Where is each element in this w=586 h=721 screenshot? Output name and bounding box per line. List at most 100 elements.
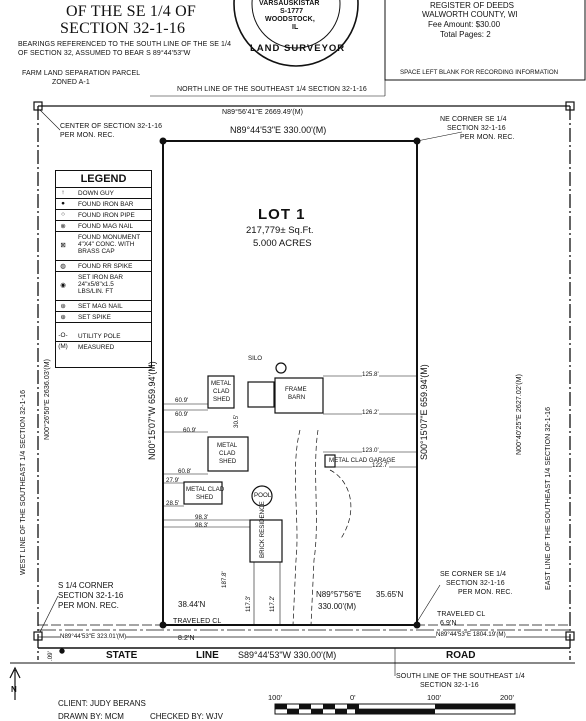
legend-label: UTILITY POLE [78, 333, 121, 340]
farm-parcel-label-2: ZONED A-1 [52, 79, 90, 86]
west-line-label: WEST LINE OF THE SOUTHEAST 1/4 SECTION 3… [20, 389, 27, 575]
south-bearing-lot: N89°57'56"E [316, 590, 362, 599]
dim-38-44: 38.44'N [178, 600, 206, 609]
se-corner-2: SECTION 32-1-16 [446, 580, 505, 587]
checked-by-label: CHECKED BY: WJV [150, 712, 223, 721]
dim-09: .09' [47, 651, 54, 661]
metal-shed-c-label-1: METAL CLAD [186, 486, 225, 493]
east-line-label: EAST LINE OF THE SOUTHEAST 1/4 SECTION 3… [545, 406, 552, 590]
lot-west-bearing: N00°15'07"W 659.94'(M) [147, 361, 157, 460]
metal-shed-b-label-3: SHED [219, 458, 237, 465]
dim-28-5: 28.5' [166, 500, 180, 507]
south-e-bearing: N89°44'53"E 1804.19'(M) [436, 631, 506, 639]
dim-60-8: 60.8' [178, 468, 192, 475]
dim-35-65: 35.65'N [376, 590, 404, 599]
north-arrow-shape [9, 666, 21, 700]
silo-label: SILO [248, 355, 263, 362]
south-w-bearing: N89°44'53"E 323.01'(M) [60, 633, 127, 641]
frame-barn [274, 377, 324, 414]
utility-pole-icon: -O- [58, 332, 68, 339]
dim-123-0: 123.0' [362, 447, 379, 455]
traveled-east-offset: 6.9'N [440, 620, 457, 627]
scale-label-1: 0' [350, 693, 356, 702]
north-line-label: NORTH LINE OF THE SOUTHEAST 1/4 SECTION … [175, 86, 369, 93]
recorder-space-note: SPACE LEFT BLANK FOR RECORDING INFORMATI… [400, 69, 559, 76]
traveled-cl-east: TRAVELED CL [437, 611, 486, 618]
set-mag-nail-icon: ⊛ [60, 303, 66, 310]
dim-60-9-a: 60.9' [175, 397, 189, 404]
driveway-loop [329, 469, 352, 541]
metal-shed-a [207, 375, 235, 409]
legend-label: MEASURED [78, 344, 115, 351]
legend-item: -O- UTILITY POLE [56, 331, 151, 342]
road-name-line: LINE [196, 650, 219, 661]
road-name-state: STATE [106, 650, 138, 661]
title-line-2: SECTION 32-1-16 [60, 20, 186, 37]
legend-item: ⊗FOUND MAG NAIL [56, 221, 151, 232]
found-iron-pipe-icon: ○ [61, 211, 65, 218]
s-corner-label-1: S 1/4 CORNER [58, 581, 114, 590]
seal-city: WOODSTOCK, [265, 16, 315, 23]
measured-icon: (M) [58, 343, 68, 350]
south-dist-lot: 330.00'(M) [318, 602, 356, 611]
legend-label: FOUND RR SPIKE [78, 263, 133, 270]
recorder-pages: Total Pages: 2 [440, 30, 491, 39]
legend-item: ⊛ SET MAG NAIL [56, 301, 151, 312]
east-bearing: N00°40'25"E 2627.02'(M) [516, 373, 523, 455]
north-arrow-label: N [11, 685, 17, 694]
garage-label: METAL CLAD GARAGE [329, 457, 396, 464]
metal-shed-c [183, 481, 223, 505]
title-line-1: OF THE SE 1/4 OF [66, 3, 197, 20]
bearings-note-1: BEARINGS REFERENCED TO THE SOUTH LINE OF… [18, 41, 232, 48]
metal-shed-b [207, 436, 249, 472]
found-iron-bar-icon: ● [61, 200, 65, 207]
dim-117-2: 117.2' [269, 595, 276, 612]
legend-label: SET IRON BAR 24"x5/8"x1.5 LBS/LIN. FT [78, 274, 123, 296]
surveyor-seal-inner [251, 0, 341, 49]
dim-122-7: 122.7' [372, 462, 389, 470]
garage [324, 454, 336, 468]
lot-acres: 5.000 ACRES [253, 238, 312, 249]
legend-title: LEGEND [56, 171, 151, 188]
scale-label-3: 200' [500, 693, 514, 702]
barn-annex [247, 381, 275, 408]
metal-shed-a-label-2: CLAD [213, 388, 230, 395]
dim-60-9-b: 60.9' [175, 411, 189, 418]
legend-item: (M) MEASURED [56, 342, 151, 352]
legend-item: ◉ SET IRON BAR 24"x5/8"x1.5 LBS/LIN. FT [56, 272, 151, 301]
dim-125-8: 125.8' [362, 371, 379, 379]
seal-number: S-1777 [280, 8, 304, 15]
legend-item: ⊕ SET SPIKE [56, 312, 151, 323]
set-iron-bar-icon: ◉ [60, 282, 66, 289]
metal-shed-a-label-3: SHED [213, 396, 231, 403]
recorder-line-1: REGISTER OF DEEDS [430, 1, 515, 10]
dim-117-3: 117.3' [245, 595, 252, 612]
lot-name: LOT 1 [258, 206, 306, 223]
farm-parcel-label-1: FARM LAND SEPARATION PARCEL [22, 70, 141, 77]
legend-item: ○ FOUND IRON PIPE [56, 210, 151, 221]
metal-shed-b-label-1: METAL [217, 442, 238, 449]
s-corner-label-2: SECTION 32-1-16 [58, 591, 124, 600]
seal-name: VARSAUSKISTAR [258, 0, 321, 7]
recorder-box [384, 0, 586, 81]
s-corner-label-3: PER MON. REC. [58, 601, 119, 610]
frame-barn-label-1: FRAME [285, 386, 307, 393]
recorder-fee: Fee Amount: $30.00 [428, 20, 501, 29]
north-bearing-outer: N89°56'41"E 2669.49'(M) [222, 109, 304, 116]
legend-label: FOUND MONUMENT 4"X4" CONC. WITH BRASS CA… [78, 234, 141, 256]
se-corner-1: SE CORNER SE 1/4 [440, 571, 507, 578]
set-spike-icon: ⊕ [60, 314, 66, 321]
legend-label: SET MAG NAIL [78, 303, 123, 310]
legend-label: FOUND IRON PIPE [78, 212, 135, 219]
driveway [292, 429, 319, 626]
surveyor-seal-outer [233, 0, 359, 67]
dim-187-8: 187.8' [221, 571, 228, 588]
ne-corner-3: PER MON. REC. [460, 134, 515, 141]
lot-east-bearing: S00°15'07"E 659.94'(M) [419, 364, 429, 460]
residence-label: BRICK RESIDENCE [259, 501, 266, 558]
legend-label: SET SPIKE [78, 314, 111, 321]
down-guy-icon: ↑ [61, 189, 65, 196]
legend-label: FOUND IRON BAR [78, 201, 134, 208]
legend-item: ⊠FOUND MONUMENT 4"X4" CONC. WITH BRASS C… [56, 232, 151, 261]
pool-label: POOL [254, 492, 272, 499]
